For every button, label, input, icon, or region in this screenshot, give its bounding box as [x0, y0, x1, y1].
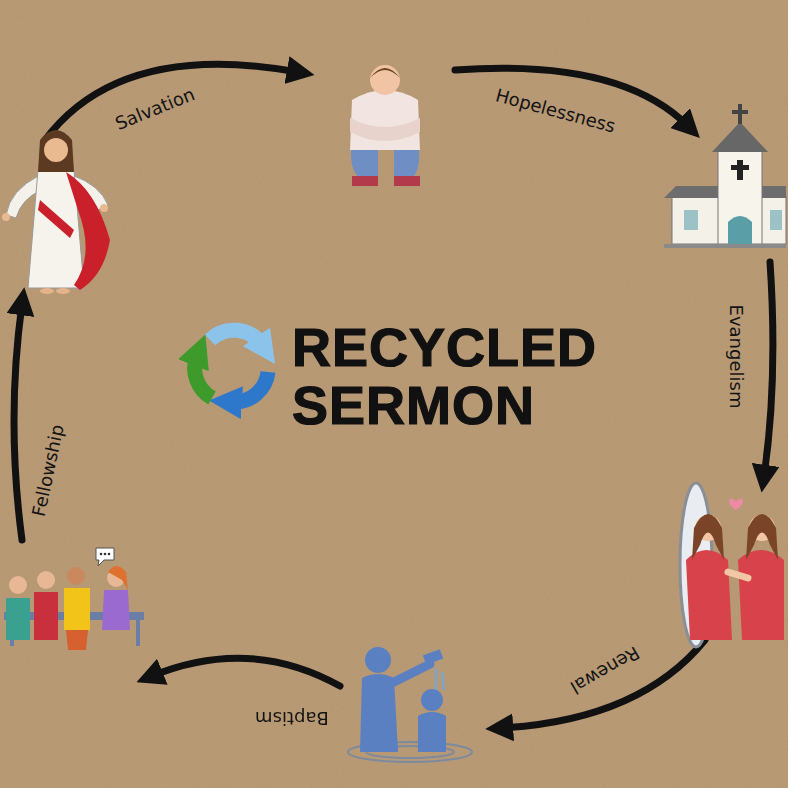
- cycle-arrow: [152, 658, 340, 686]
- step-label: Renewal: [564, 640, 646, 699]
- step-label: Fellowship: [27, 419, 68, 521]
- step-label: Salvation: [110, 81, 201, 134]
- fellowship-group: [4, 548, 144, 650]
- diagram-title: RECYCLED SERMON: [292, 318, 632, 435]
- step-label: Baptism: [252, 708, 332, 729]
- baptism-figures: [348, 647, 472, 762]
- cycle-arrow: [502, 640, 705, 728]
- cycle-arrow: [764, 262, 773, 476]
- recycle-arrow: [210, 330, 262, 345]
- two-women: [680, 483, 784, 647]
- cycle-arrows: [14, 64, 773, 728]
- cycle-arrow: [45, 64, 298, 140]
- step-label: Evangelism: [726, 301, 747, 411]
- recycle-icon: [195, 330, 268, 402]
- jesus-figure: [2, 130, 110, 294]
- recycle-arrow: [195, 356, 212, 398]
- recycle-arrow: [232, 372, 268, 402]
- cycle-arrow: [14, 304, 22, 540]
- hopeless-man: [350, 65, 420, 186]
- church-building: [664, 104, 786, 248]
- step-label: Hopelessness: [491, 83, 621, 137]
